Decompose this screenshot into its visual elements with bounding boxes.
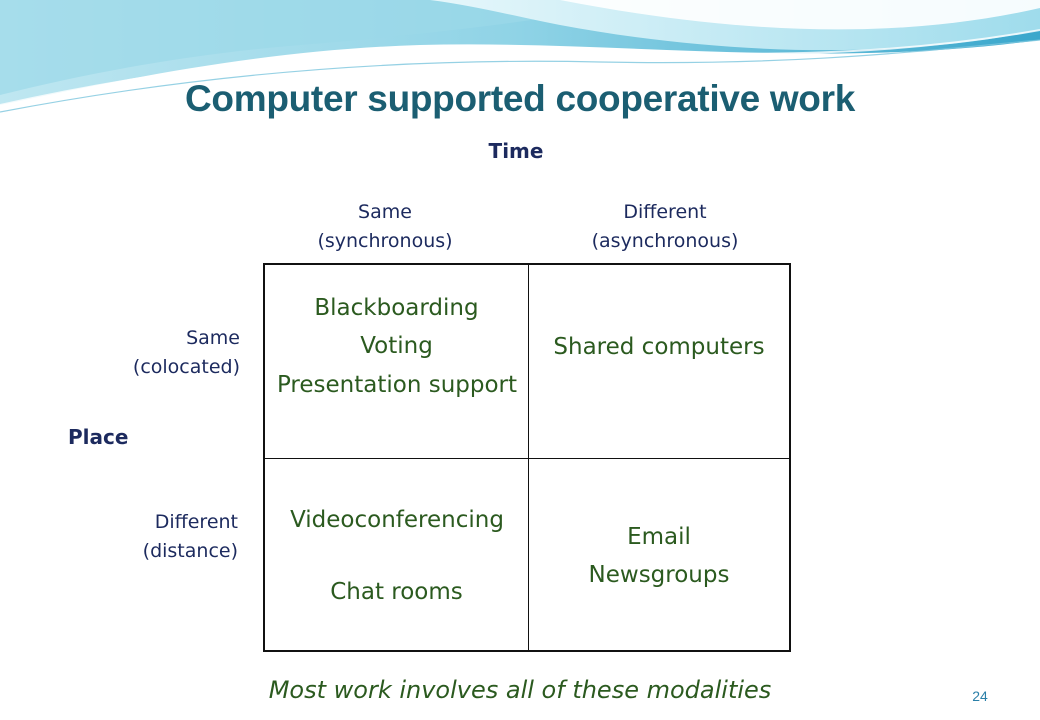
page-number: 24	[972, 688, 988, 704]
row-header-different-line2: (distance)	[142, 540, 238, 562]
cell-item: Email	[627, 524, 691, 550]
cell-same-place-same-time: Blackboarding Voting Presentation suppor…	[265, 265, 529, 459]
column-header-different-line1: Different	[623, 201, 707, 223]
cell-item: Presentation support	[276, 372, 518, 398]
cell-item: Shared computers	[553, 334, 765, 360]
cell-item: Videoconferencing	[290, 507, 504, 533]
row-header-same-line1: Same	[186, 327, 240, 349]
column-header-different-line2: (asynchronous)	[591, 230, 739, 252]
row-header-different: Different (distance)	[40, 508, 238, 566]
column-header-same-line1: Same	[358, 201, 412, 223]
column-header-same: Same (synchronous)	[255, 198, 515, 256]
cell-same-place-different-time: Shared computers	[529, 265, 789, 459]
cell-different-place-same-time: Videoconferencing Chat rooms	[265, 459, 529, 650]
slide-title: Computer supported cooperative work	[185, 78, 855, 119]
column-header-different: Different (asynchronous)	[520, 198, 810, 256]
row-header-same: Same (colocated)	[40, 324, 240, 382]
header-wave-decoration	[0, 0, 1040, 113]
cell-item: Blackboarding	[314, 295, 479, 321]
footnote: Most work involves all of these modaliti…	[268, 676, 772, 704]
time-axis-label: Time	[488, 139, 544, 163]
modality-grid: Blackboarding Voting Presentation suppor…	[263, 263, 791, 652]
cell-different-place-different-time: Email Newsgroups	[529, 459, 789, 650]
column-header-same-line2: (synchronous)	[317, 230, 453, 252]
cell-item: Newsgroups	[588, 562, 730, 588]
row-header-same-line2: (colocated)	[132, 356, 240, 378]
cell-item: Chat rooms	[330, 579, 463, 605]
place-axis-label: Place	[68, 425, 129, 449]
row-header-different-line1: Different	[154, 511, 238, 533]
cell-item: Voting	[360, 333, 433, 359]
